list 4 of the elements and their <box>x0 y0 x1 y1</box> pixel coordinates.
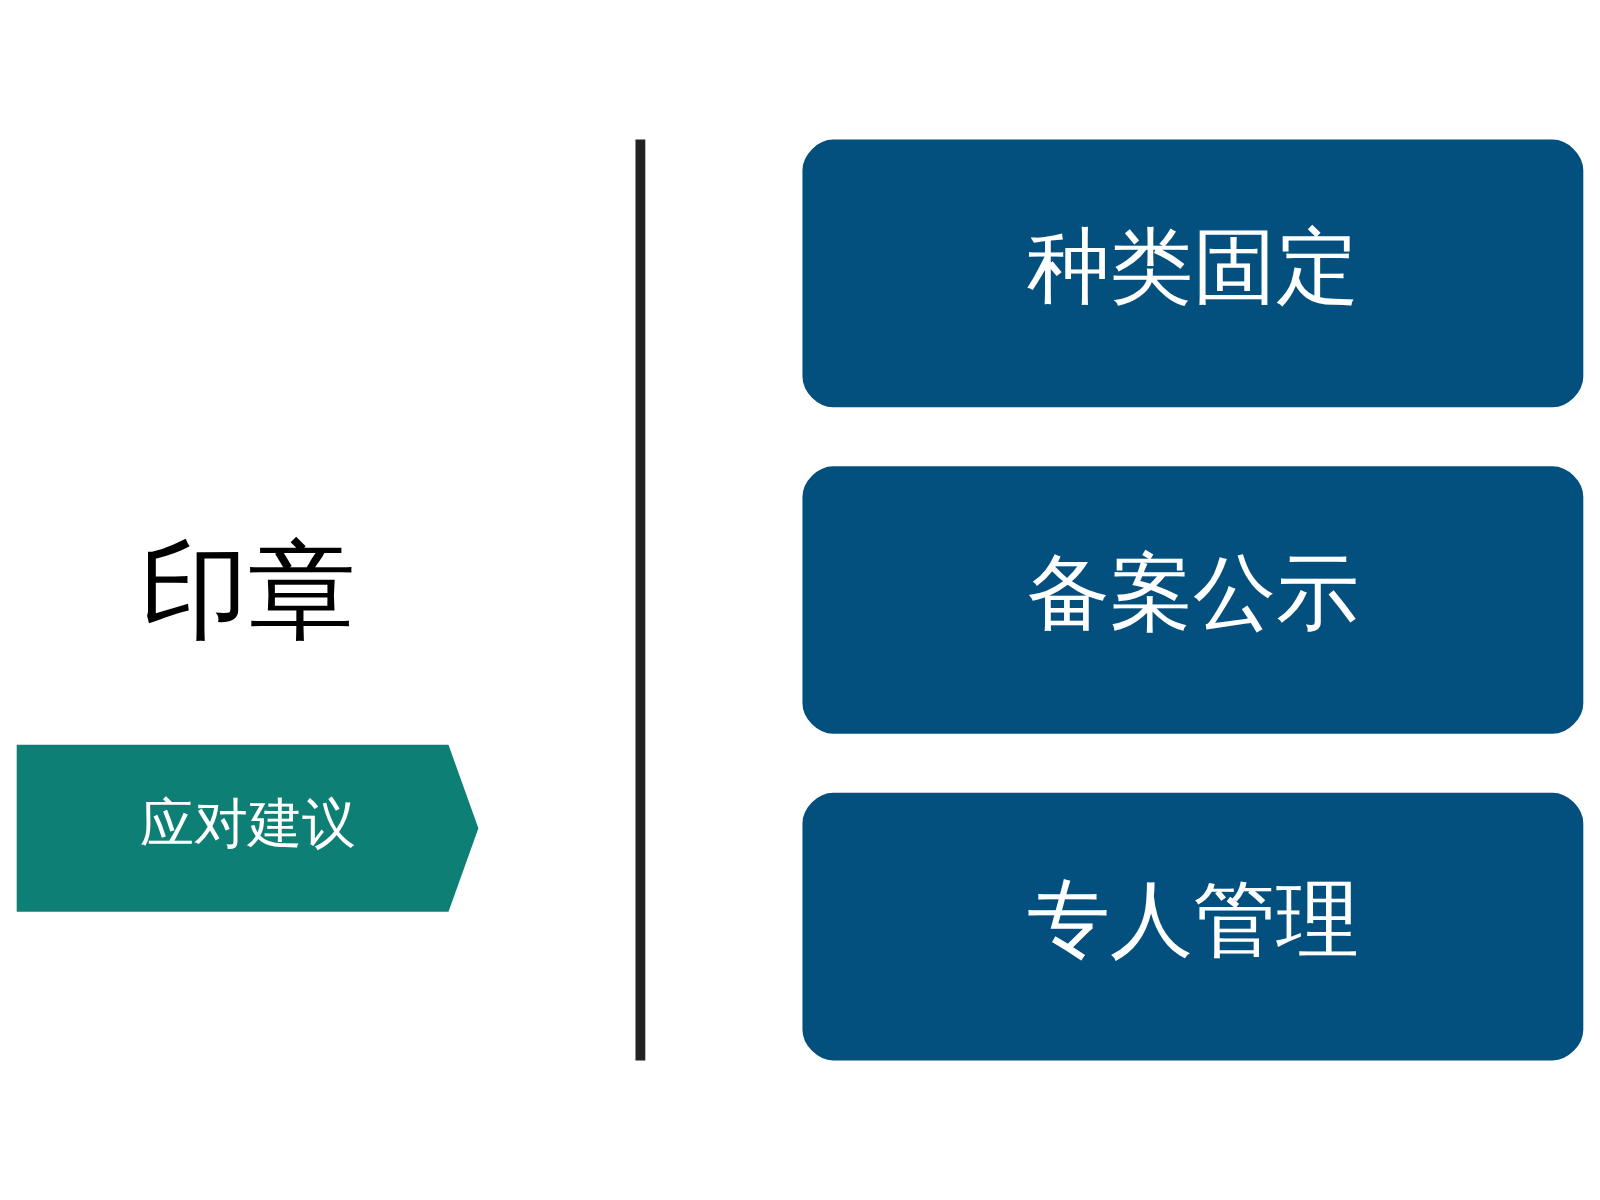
node-box: 种类固定 <box>802 139 1584 408</box>
node-box: 备案公示 <box>802 466 1584 734</box>
node-box: 专人管理 <box>802 792 1584 1061</box>
node-text: 印章 <box>139 527 356 653</box>
